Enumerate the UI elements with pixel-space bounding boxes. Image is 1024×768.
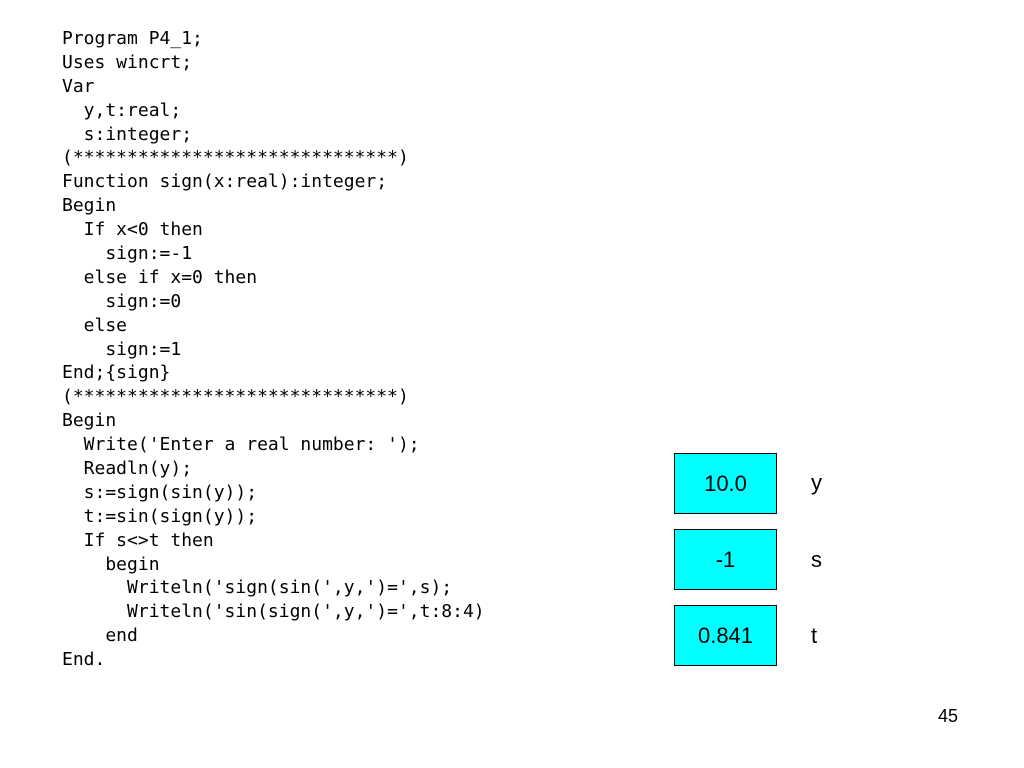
code-line: End;{sign} xyxy=(62,362,171,384)
variable-s-value-box: -1 xyxy=(674,529,777,590)
code-line: sign:=-1 xyxy=(62,243,193,265)
code-line: Var xyxy=(62,75,95,97)
code-line: sign:=0 xyxy=(62,290,182,312)
code-line: Begin xyxy=(62,410,117,432)
code-line: Write('Enter a real number: '); xyxy=(62,434,420,456)
code-line: begin xyxy=(62,553,160,575)
code-line: sign:=1 xyxy=(62,338,182,360)
variable-s-label: s xyxy=(811,547,822,572)
code-line: else xyxy=(62,314,128,336)
code-line: Readln(y); xyxy=(62,458,193,480)
code-line: (******************************) xyxy=(62,386,409,408)
code-line: (******************************) xyxy=(62,147,409,169)
variable-y-label: y xyxy=(811,470,822,495)
code-line: Writeln('sign(sin(',y,')=',s); xyxy=(62,577,453,599)
code-line: end xyxy=(62,625,138,647)
code-line: If s<>t then xyxy=(62,529,214,551)
code-line: Uses wincrt; xyxy=(62,51,193,73)
code-line: Function sign(x:real):integer; xyxy=(62,171,388,193)
code-line: t:=sin(sign(y)); xyxy=(62,505,258,527)
code-line: s:integer; xyxy=(62,123,193,145)
code-line: Program P4_1; xyxy=(62,28,203,49)
code-line: else if x=0 then xyxy=(62,266,258,288)
code-line: If x<0 then xyxy=(62,219,203,241)
variable-t-label: t xyxy=(811,623,818,648)
code-line: Begin xyxy=(62,195,117,217)
code-line: s:=sign(sin(y)); xyxy=(62,481,258,503)
code-line: Writeln('sin(sign(',y,')=',t:8:4) xyxy=(62,601,485,623)
code-listing: Program P4_1;Uses wincrt;Var y,t:real; s… xyxy=(62,27,485,672)
slide-number: 45 xyxy=(938,706,959,726)
code-line: End. xyxy=(62,649,106,671)
variable-t-value-box: 0.841 xyxy=(674,605,777,666)
code-line: y,t:real; xyxy=(62,99,182,121)
variable-y-value-box: 10.0 xyxy=(674,453,777,514)
